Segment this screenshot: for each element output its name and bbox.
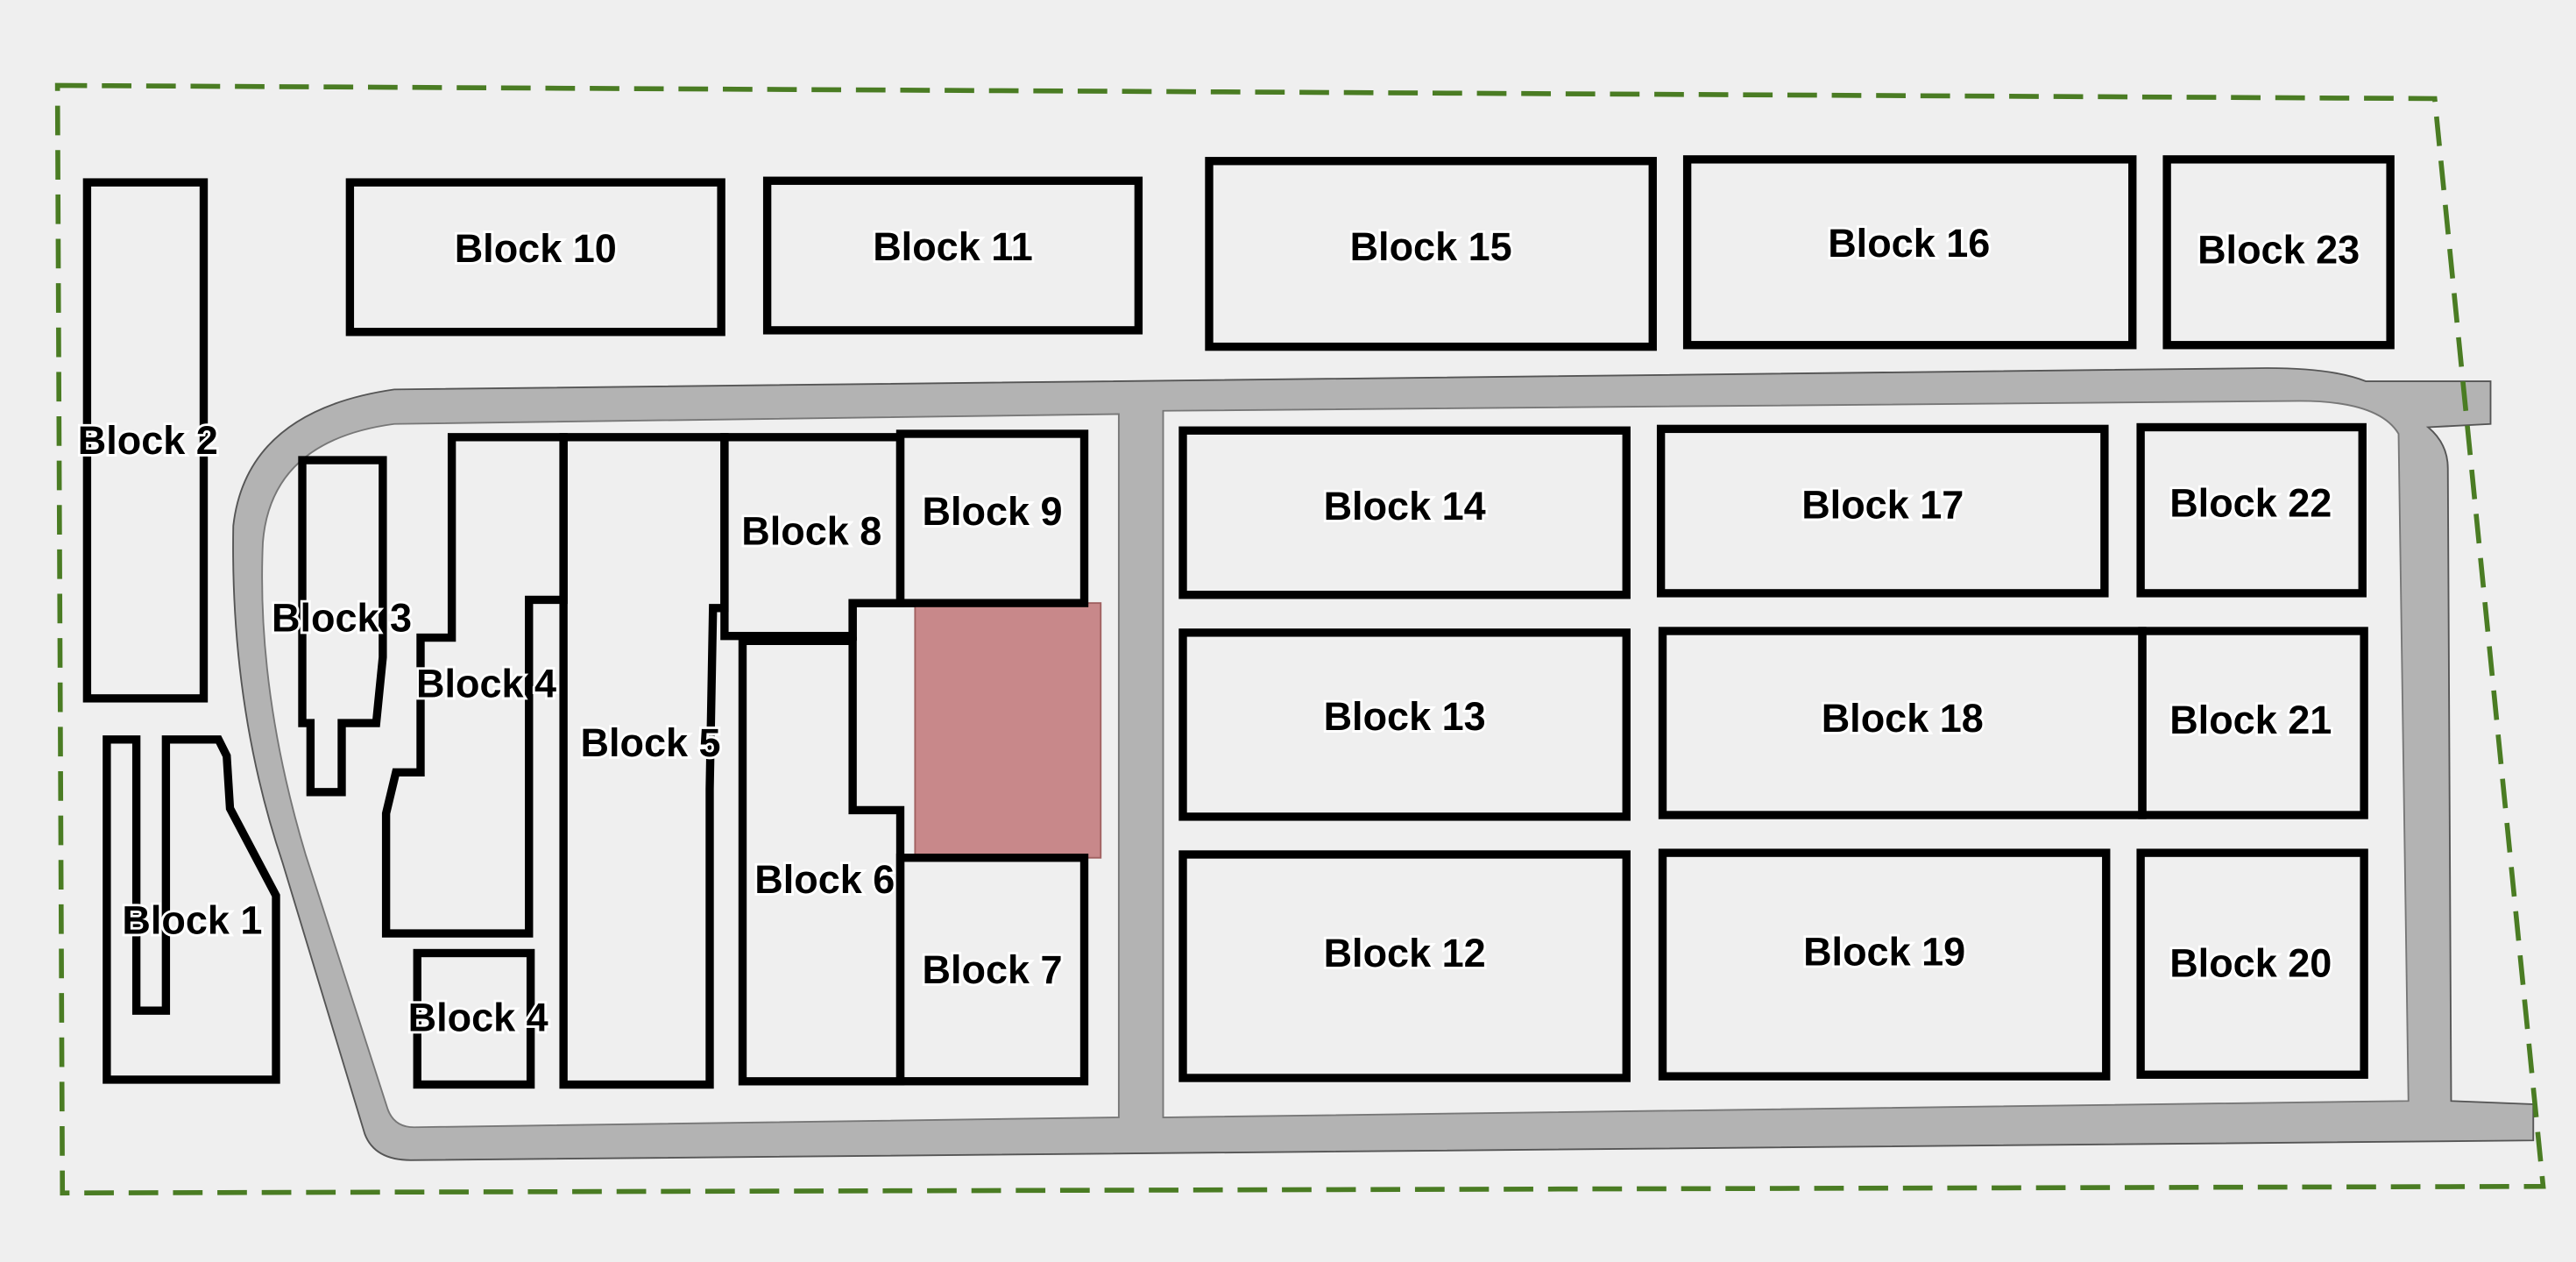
block-16[interactable] [1682,155,2137,350]
block-labels: Block 10 Block 11 Block 15 Block 16 Block 23… [75,218,2362,1042]
block-label-b16: Block 16 [1828,221,1990,266]
block-label-b11: Block 11 [873,224,1033,269]
block-10[interactable] [345,178,725,337]
block-21[interactable] [2138,627,2368,819]
block-17[interactable] [1656,424,2109,598]
block-label-b3: Block 3 [272,596,412,641]
block-14[interactable] [1178,426,1631,599]
block-23[interactable] [2162,155,2395,350]
block-3[interactable] [298,456,387,797]
block-7[interactable] [895,854,1089,1086]
block-label-b19: Block 19 [1803,929,1965,974]
block-11[interactable] [762,176,1143,335]
block-label-b21: Block 21 [2169,698,2332,742]
block-label-b23: Block 23 [2197,228,2360,273]
block-label-b6: Block 6 [754,857,895,902]
block-label-b4b: Block 4 [408,995,548,1039]
block-13[interactable] [1178,628,1631,821]
block-15[interactable] [1205,157,1657,351]
block-label-b9: Block 9 [922,489,1062,534]
block-label-b5: Block 5 [580,720,720,765]
block-label-b12: Block 12 [1324,931,1486,975]
block-label-b17: Block 17 [1801,482,1964,527]
block-9[interactable] [895,429,1089,607]
block-label-b10: Block 10 [455,226,617,271]
block-4-lower[interactable] [413,948,535,1089]
block-label-b22: Block 22 [2169,480,2332,525]
block-label-b14: Block 14 [1324,484,1486,528]
block-label-b8: Block 8 [741,508,881,553]
block-label-b13: Block 13 [1324,694,1486,739]
block-19[interactable] [1658,848,2111,1081]
plot-outline [848,599,916,642]
block-label-b20: Block 20 [2169,940,2332,985]
block-label-b7: Block 7 [922,947,1062,992]
road-inner-east [1162,400,2410,1118]
highlighted-plot[interactable] [914,602,1102,859]
block-12[interactable] [1178,850,1631,1082]
block-label-b18: Block 18 [1822,696,1984,741]
block-20[interactable] [2136,848,2368,1079]
block-22[interactable] [2136,422,2367,598]
block-label-b1: Block 1 [122,898,262,943]
site-boundary [54,82,2546,1196]
block-1[interactable] [103,735,280,1084]
block-label-b4a: Block 4 [416,662,556,706]
block-label-b15: Block 15 [1350,224,1512,269]
block-label-b2: Block 2 [78,418,218,463]
block-2[interactable] [82,178,209,703]
